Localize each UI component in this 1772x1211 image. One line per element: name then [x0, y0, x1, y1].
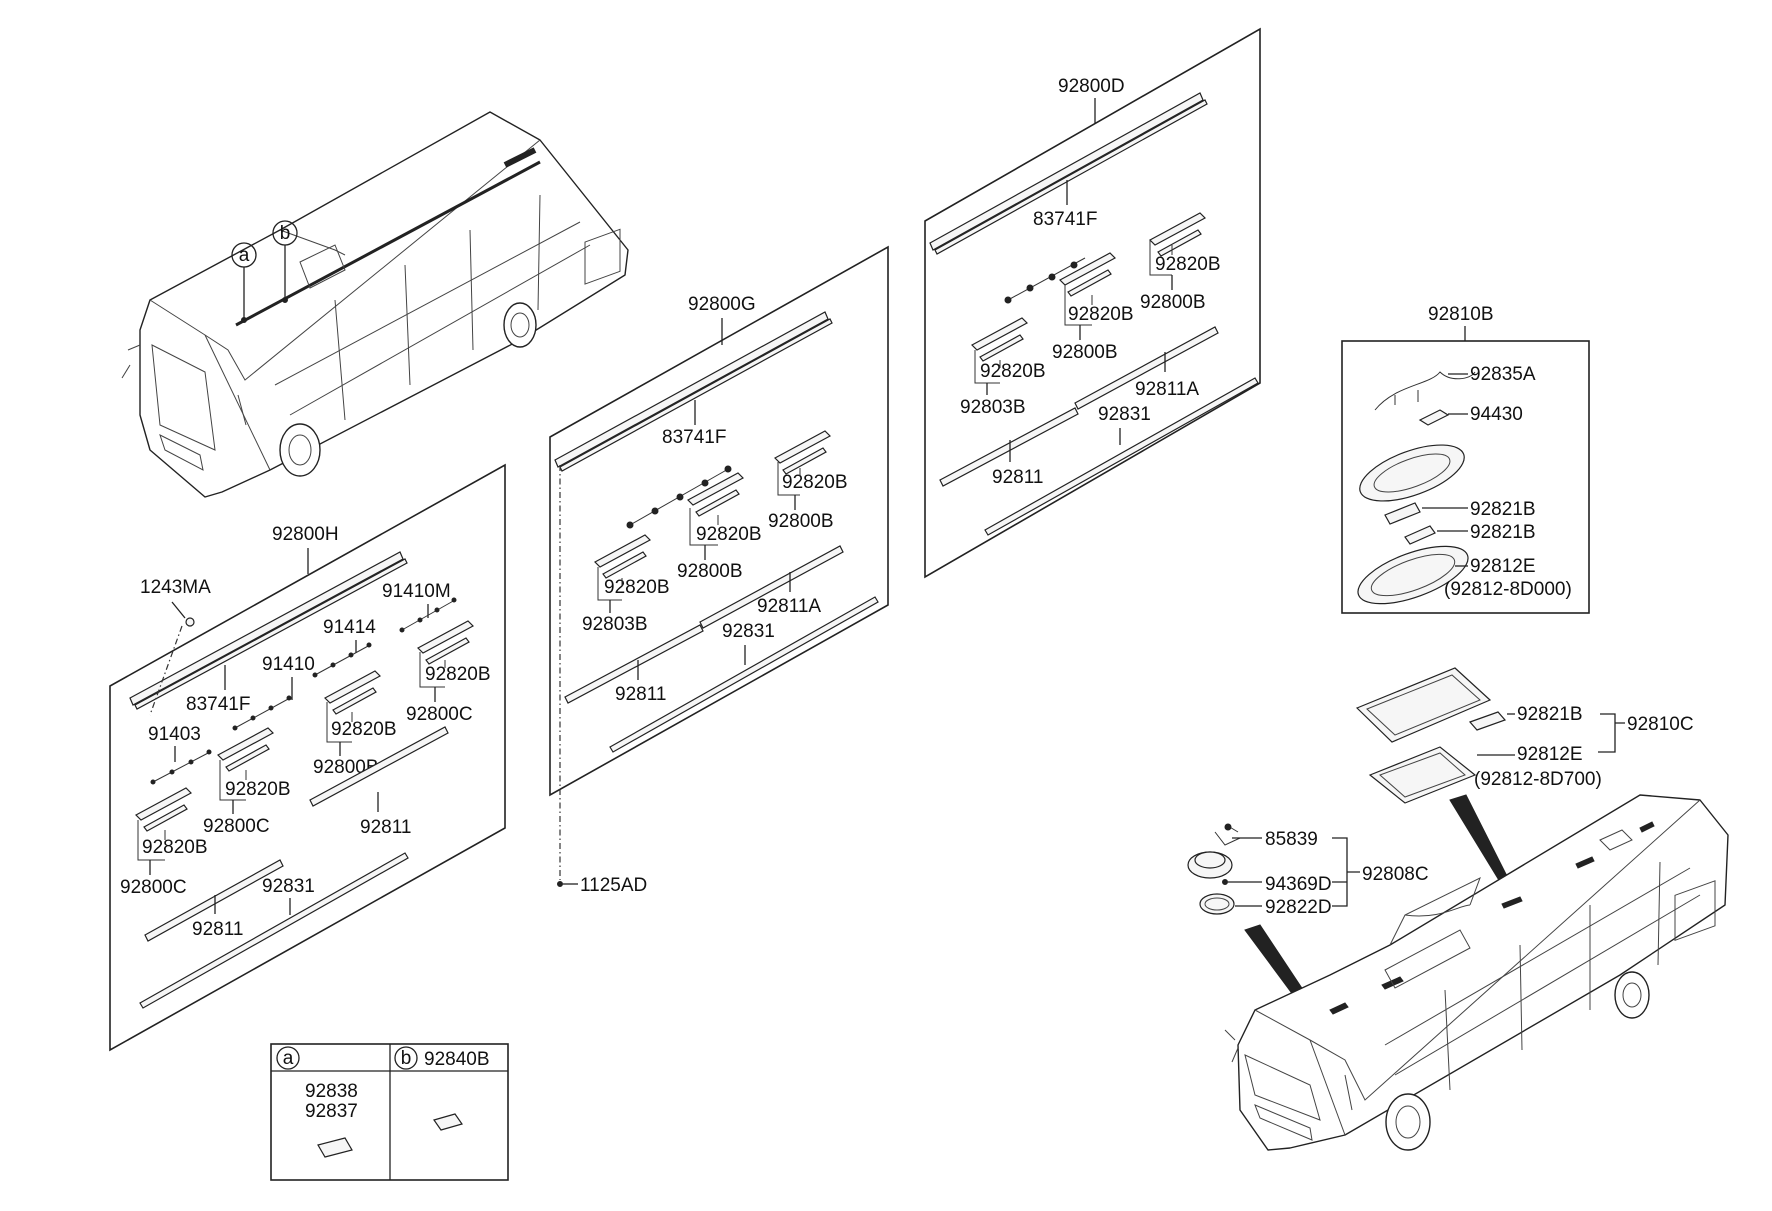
label-92800B-d2: 92800B [1052, 342, 1118, 363]
label-92820B-h2: 92820B [331, 719, 397, 740]
legend-part-92837: 92837 [305, 1101, 358, 1122]
clip-row-d [1004, 257, 1086, 304]
label-92822D: 92822D [1265, 897, 1332, 918]
label-92810C: 92810C [1627, 714, 1694, 735]
label-92835A: 92835A [1470, 364, 1536, 385]
label-94369D: 94369D [1265, 874, 1332, 895]
dashed-leader-1125AD: 1125AD [557, 465, 647, 896]
label-92808C: 92808C [1362, 864, 1429, 885]
panel-92800G: 92800G 83741F 92820B 92800B 92820B 92800… [549, 245, 889, 797]
label-92800H: 92800H [272, 524, 339, 545]
label-83741F-h: 83741F [186, 694, 250, 715]
clip-row-g [626, 465, 732, 529]
label-91410: 91410 [262, 654, 315, 675]
legend-part-92840B: 92840B [424, 1049, 490, 1070]
label-92800C-h2: 92800C [203, 816, 270, 837]
clip-bracket-h3 [217, 727, 274, 772]
label-92800G: 92800G [688, 294, 756, 315]
label-92821B-3: 92821B [1517, 704, 1583, 725]
clip-bracket-g2 [687, 472, 744, 517]
clip-bracket-g1 [774, 430, 831, 475]
legend-key-a: a [283, 1048, 294, 1069]
label-92820B-h1: 92820B [425, 664, 491, 685]
label-92820B-d1: 92820B [1155, 254, 1221, 275]
label-92831-d: 92831 [1098, 404, 1151, 425]
label-92820B-d3: 92820B [980, 361, 1046, 382]
label-92803B-g: 92803B [582, 614, 648, 635]
panel-92810B: 92810B 92835A 94430 92821B 92821B 92812E… [1341, 304, 1590, 614]
label-92820B-g2: 92820B [696, 524, 762, 545]
label-92831-g: 92831 [722, 621, 775, 642]
clip-row-h1 [399, 597, 457, 633]
label-85839: 85839 [1265, 829, 1318, 850]
label-92812-8D000: (92812-8D000) [1444, 579, 1572, 600]
label-1243MA: 1243MA [140, 577, 211, 598]
panel-92800D: 92800D 83741F 92820B 92800B 92820B 92800… [924, 27, 1261, 579]
label-91410M: 91410M [382, 581, 451, 602]
panel-92800H: 92800H 1243MA 91410M 91414 91410 [109, 463, 506, 1052]
label-92800C-h1: 92800C [406, 704, 473, 725]
label-92811-h1: 92811 [360, 817, 411, 838]
group-92810C: 92821B 92810C 92812E (92812-8D700) [1355, 667, 1694, 896]
bus-overview-top [121, 111, 629, 498]
callout-a-letter: a [239, 245, 250, 266]
label-1125AD: 1125AD [580, 875, 647, 896]
label-92811-d: 92811 [992, 467, 1043, 488]
label-92831-h: 92831 [262, 876, 315, 897]
label-92811-g: 92811 [615, 684, 666, 705]
label-92810B: 92810B [1428, 304, 1494, 325]
callout-b: b [272, 220, 298, 303]
label-92820B-g3: 92820B [604, 577, 670, 598]
label-92811A-g: 92811A [757, 596, 821, 617]
clip-row-h3 [232, 695, 292, 731]
label-92821B-1: 92821B [1470, 499, 1536, 520]
label-92821B-2: 92821B [1470, 522, 1536, 543]
label-83741F-g: 83741F [662, 427, 726, 448]
label-92820B-g1: 92820B [782, 472, 848, 493]
legend-box: a b 92840B 92838 92837 [270, 1043, 509, 1181]
label-83741F-d: 83741F [1033, 209, 1097, 230]
label-92800B-d1: 92800B [1140, 292, 1206, 313]
label-92800B-g2: 92800B [677, 561, 743, 582]
label-92820B-d2: 92820B [1068, 304, 1134, 325]
label-92812-8D700: (92812-8D700) [1474, 769, 1602, 790]
label-94430: 94430 [1470, 404, 1523, 425]
label-92811-h2: 92811 [192, 919, 243, 940]
clip-bracket-d3 [971, 317, 1028, 362]
callout-b-letter: b [280, 223, 291, 244]
label-92820B-h4: 92820B [142, 837, 208, 858]
clip-bracket-g3 [594, 534, 651, 579]
bus-overview-bottom [1224, 794, 1729, 1151]
clip-bracket-d2 [1059, 252, 1116, 297]
clip-row-h2 [312, 642, 372, 678]
label-92800B-g1: 92800B [768, 511, 834, 532]
label-92811A-d: 92811A [1135, 379, 1199, 400]
clip-bracket-d1 [1149, 212, 1206, 257]
clip-bracket-h1 [417, 620, 474, 665]
legend-key-b: b [401, 1048, 412, 1069]
clip-row-h4 [150, 749, 212, 785]
clip-bracket-h4 [135, 787, 192, 832]
label-92803B-d: 92803B [960, 397, 1026, 418]
callout-a: a [231, 242, 257, 323]
clip-bracket-h2 [324, 670, 381, 715]
label-92812E-1: 92812E [1470, 556, 1536, 577]
label-92800D: 92800D [1058, 76, 1125, 97]
label-91414: 91414 [323, 617, 376, 638]
label-92800C-h3: 92800C [120, 877, 187, 898]
label-91403: 91403 [148, 724, 201, 745]
legend-part-92838: 92838 [305, 1081, 358, 1102]
label-92820B-h3: 92820B [225, 779, 291, 800]
label-92812E-2: 92812E [1517, 744, 1583, 765]
